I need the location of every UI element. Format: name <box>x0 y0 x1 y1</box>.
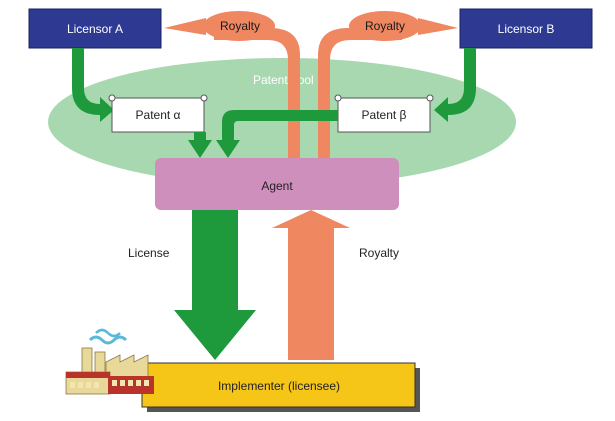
implementer-label: Implementer (licensee) <box>218 379 340 393</box>
license-arrow-licensor-b <box>434 48 476 122</box>
patent-pool-ellipse <box>48 58 516 186</box>
licensor-b-box: Licensor B <box>459 8 593 49</box>
licensor-b-label: Licensor B <box>498 22 555 36</box>
royalty-label-top-right: Royalty <box>365 19 405 33</box>
implementer-box: Implementer (licensee) <box>141 362 420 412</box>
agent-box: Agent <box>155 158 399 210</box>
patent-alpha-document: Patent α <box>108 94 208 133</box>
royalty-badge-left: Royalty <box>164 11 275 41</box>
royalty-label-top-left: Royalty <box>220 19 260 33</box>
license-arrow-patent-alpha <box>188 132 212 158</box>
patent-alpha-label: Patent α <box>136 108 181 122</box>
royalty-flow-to-licensors <box>214 28 402 162</box>
license-arrow-to-implementer <box>174 210 256 360</box>
license-arrow-licensor-a <box>72 48 114 122</box>
patent-beta-document: Patent β <box>334 94 434 133</box>
agent-label: Agent <box>261 179 293 193</box>
license-label: License <box>128 246 170 260</box>
factory-icon <box>65 328 154 395</box>
royalty-label-bottom: Royalty <box>359 246 399 260</box>
licensor-a-label: Licensor A <box>67 22 123 36</box>
license-arrow-patent-beta <box>216 110 338 158</box>
patent-pool-label: Patent pool <box>253 73 314 87</box>
licensor-a-box: Licensor A <box>28 8 162 49</box>
royalty-arrow-to-agent <box>272 210 350 360</box>
royalty-badge-right: Royalty <box>349 11 458 41</box>
patent-beta-label: Patent β <box>362 108 407 122</box>
